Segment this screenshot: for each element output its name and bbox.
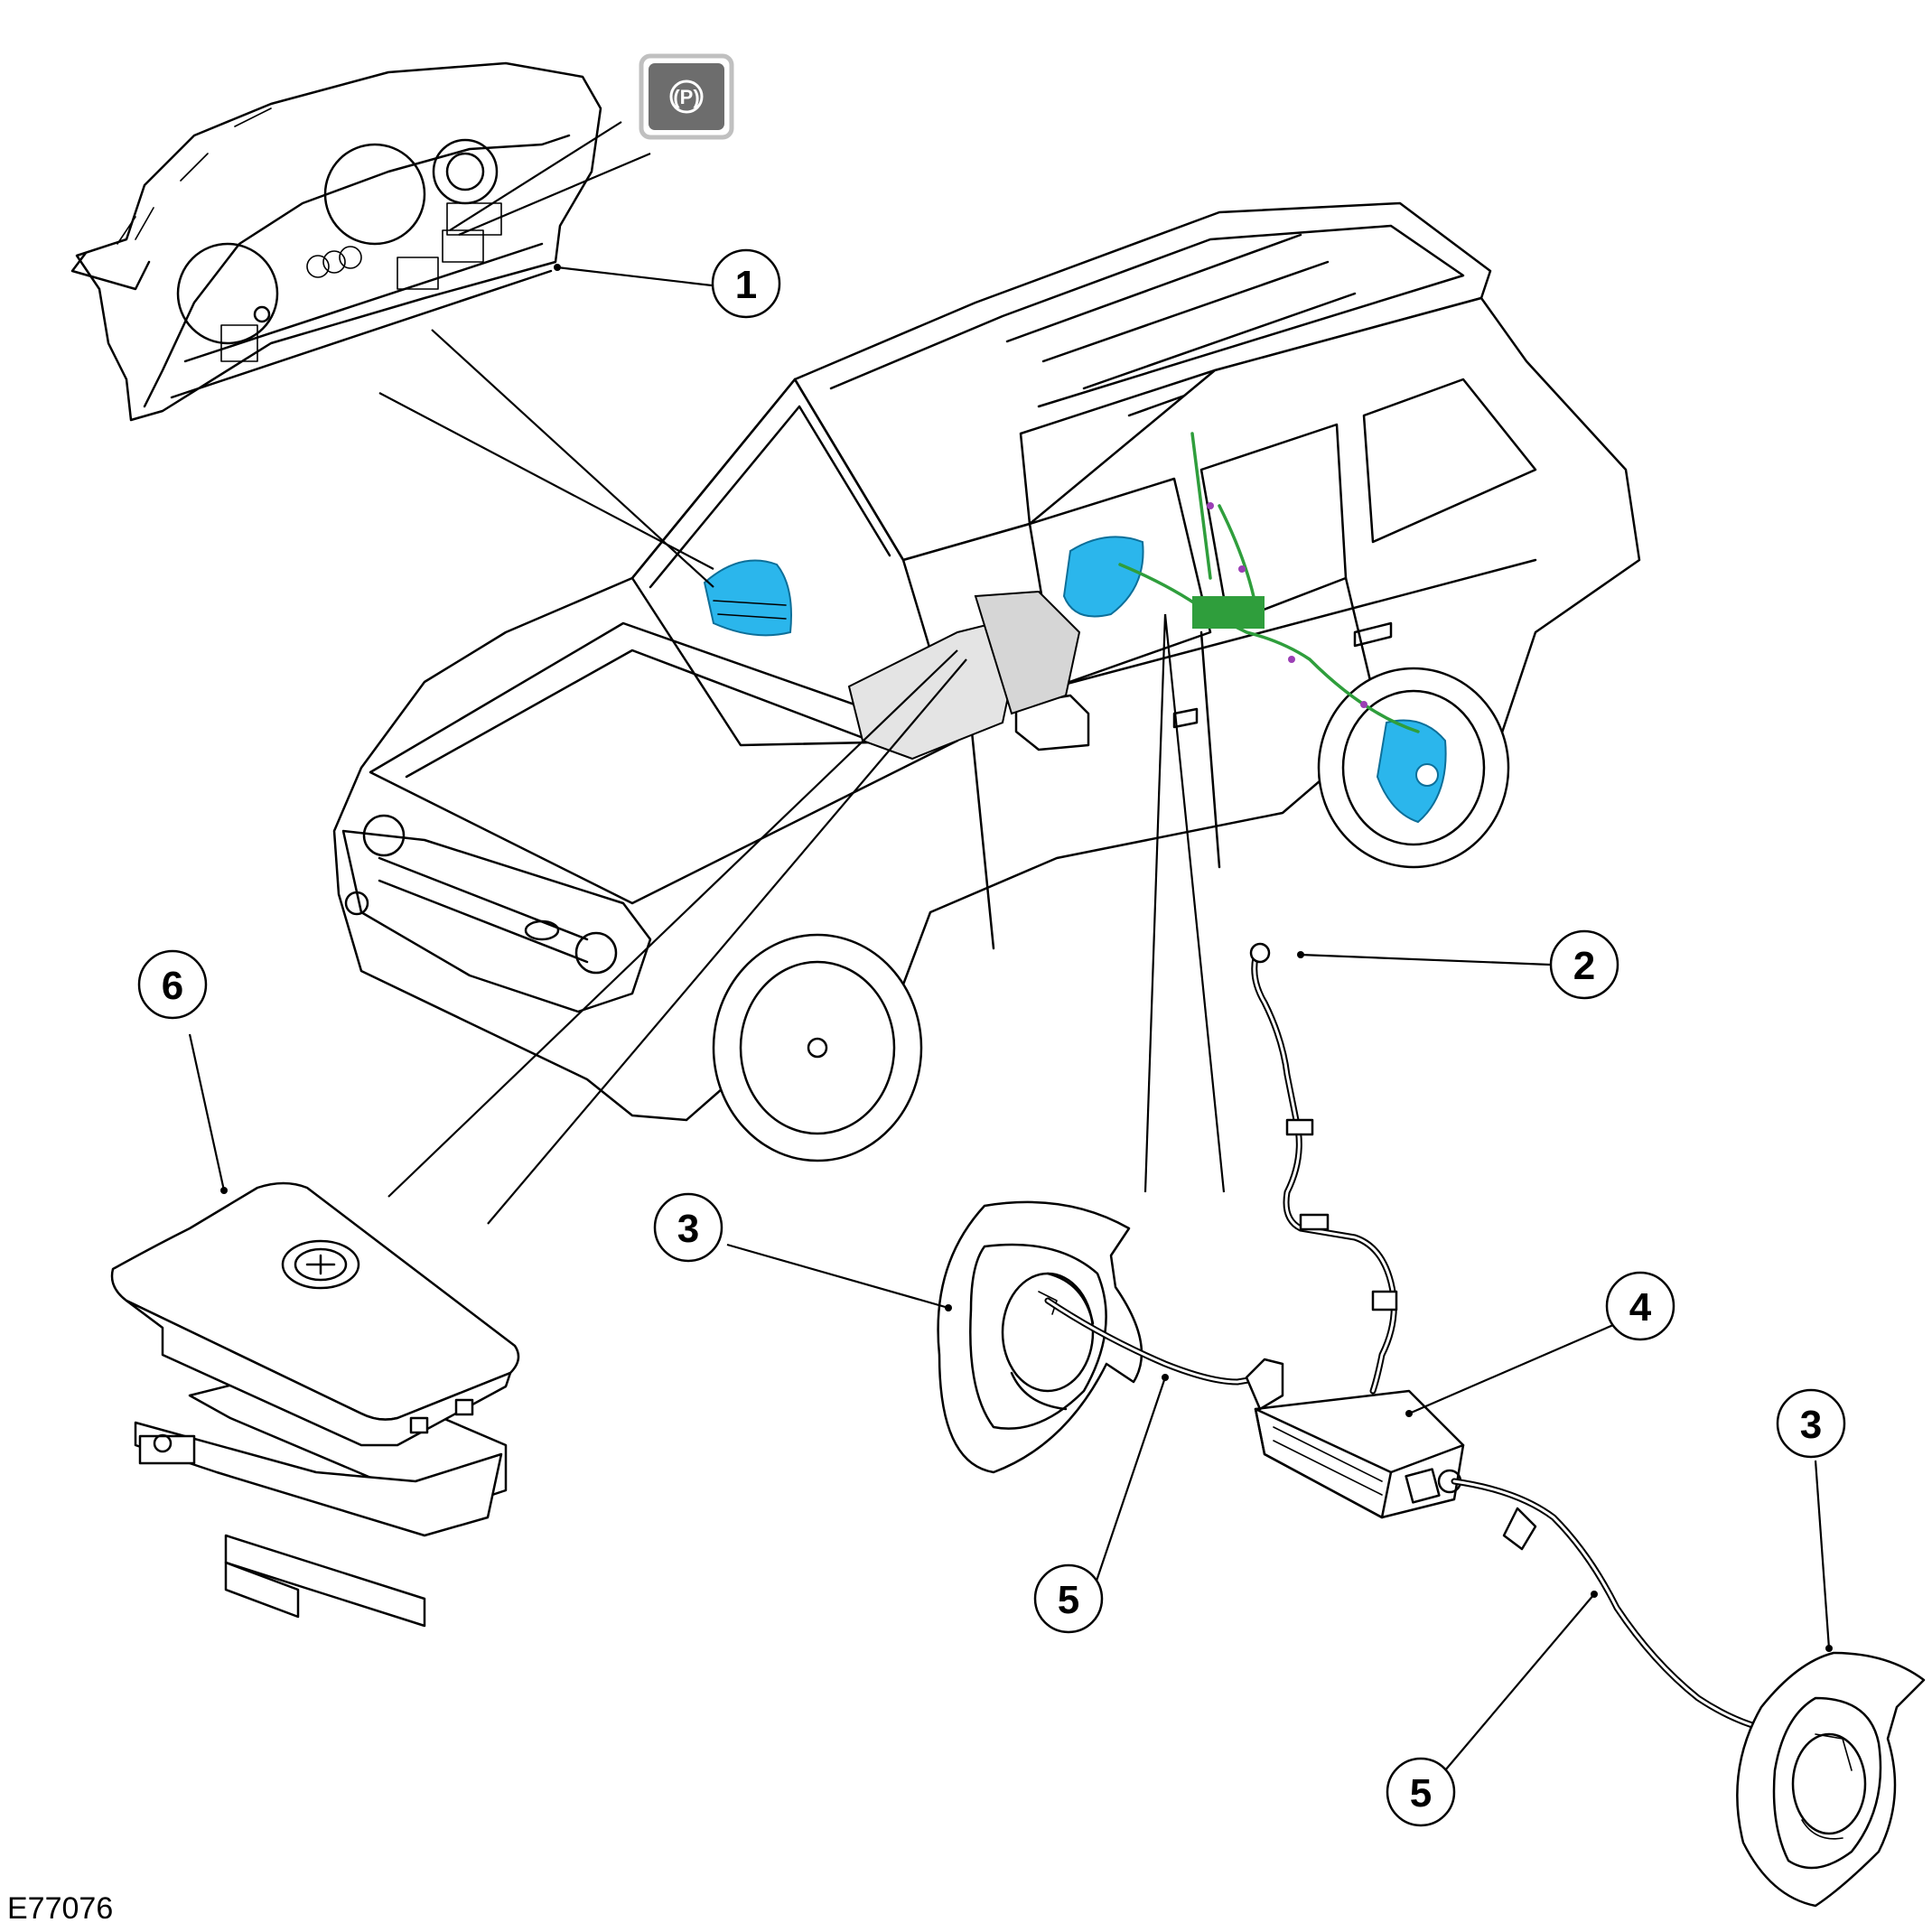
- brake-cable-left: [1044, 1297, 1268, 1386]
- callout-leaders: [188, 264, 1833, 1771]
- callout-3-right: 3: [1776, 1388, 1846, 1459]
- instrument-cluster: [70, 61, 602, 422]
- callout-3-left-label: 3: [677, 1207, 699, 1251]
- callout-3-right-label: 3: [1800, 1403, 1822, 1447]
- callout-4: 4: [1605, 1271, 1675, 1341]
- callout-1: 1: [711, 248, 781, 319]
- callout-1-label: 1: [735, 263, 757, 307]
- brake-backing-plate-right: [1736, 1651, 1926, 1908]
- callout-5-right: 5: [1386, 1757, 1456, 1827]
- vehicle-outline: [332, 201, 1641, 1162]
- brake-cable-right: [1451, 1478, 1810, 1738]
- callout-2: 2: [1549, 929, 1619, 1000]
- callout-5-left: 5: [1033, 1563, 1104, 1634]
- parking-brake-actuator: [1245, 1358, 1465, 1519]
- warning-lamp-symbol: (P): [673, 86, 699, 108]
- parking-brake-warning-icon: [669, 79, 704, 114]
- figure-id: E77076: [7, 1891, 113, 1926]
- sensor-harness: [1249, 942, 1398, 1395]
- callout-4-label: 4: [1629, 1285, 1652, 1330]
- callout-5-right-label: 5: [1410, 1771, 1432, 1815]
- callout-3-left: 3: [653, 1192, 723, 1263]
- callout-2-label: 2: [1573, 944, 1595, 988]
- brake-backing-plate-left: [937, 1200, 1143, 1474]
- callout-6: 6: [137, 949, 208, 1020]
- parking-brake-switch: [110, 1181, 520, 1628]
- parking-brake-warning-lamp: (P): [639, 53, 734, 140]
- callout-6-label: 6: [162, 964, 183, 1008]
- callout-5-left-label: 5: [1058, 1578, 1079, 1622]
